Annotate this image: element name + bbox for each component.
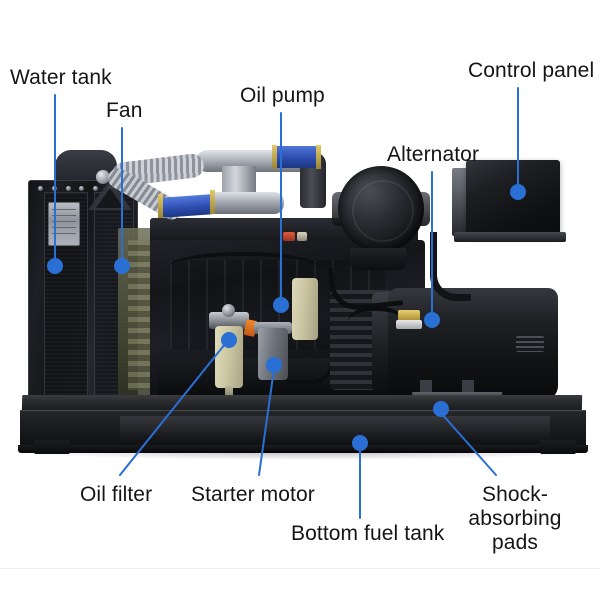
engine-wiring-harness [168,252,318,282]
callout-dot-shock-absorbing-pads[interactable] [433,401,449,417]
callout-dot-alternator[interactable] [424,312,440,328]
engine-grey-fitting [297,232,307,241]
shock-pads-line-1: Shock-absorbing [468,483,562,530]
fan-guard-inner [96,188,124,208]
hose-clamp-gold-c [158,194,163,218]
callout-dot-oil-filter[interactable] [221,332,237,348]
hose-clamp-blue-top [274,146,318,168]
callout-dot-fan[interactable] [114,258,130,274]
callout-label-alternator: Alternator [387,143,480,166]
oil-pump-canister [292,278,318,340]
control-panel-base [454,232,566,242]
alternator-sense-lead [348,306,404,337]
generator-photo [0,140,600,462]
callout-label-oil-filter: Oil filter [80,483,153,506]
hose-clamp-gold-d [210,190,215,214]
callout-dot-bottom-fuel-tank[interactable] [352,435,368,451]
shock-pads-line-2: pads [492,531,538,554]
callout-label-water-tank: Water tank [10,66,112,89]
fuel-tank-highlight-band [120,416,550,442]
engine-red-fitting [283,232,295,241]
callout-dot-oil-pump[interactable] [273,297,289,313]
ground-shadow [14,451,592,460]
oil-filter-knob [222,304,235,317]
callout-label-oil-pump: Oil pump [240,84,325,107]
hose-clamp-gold-b [316,145,321,169]
alternator-terminal-white [396,320,422,329]
radiator-spec-plate [48,202,80,246]
intake-pipe-lower [206,192,284,214]
callout-label-fan: Fan [106,99,143,122]
skid-foot-left [34,440,70,454]
callout-label-shock-absorbing-pads: Shock-absorbing pads [439,483,591,555]
callout-dot-control-panel[interactable] [510,184,526,200]
callout-dot-water-tank[interactable] [47,258,63,274]
air-cleaner-bracket [350,248,406,270]
leader-line-starter-motor [258,368,275,476]
skid-foot-right [540,440,576,454]
control-panel-cable [430,232,471,301]
callout-dot-starter-motor[interactable] [266,357,282,373]
leader-line-oil-filter [119,343,226,476]
oil-filter-head [209,312,249,329]
alternator-terminal-gold [398,310,420,321]
oil-filter-drain [225,386,233,400]
callout-label-control-panel: Control panel [468,59,595,82]
callout-label-bottom-fuel-tank: Bottom fuel tank [291,522,445,545]
air-cleaner-drum [338,166,424,252]
callout-label-starter-motor: Starter motor [191,483,315,506]
hose-clamp-gold-a [272,145,277,169]
radiator-pressure-cap [96,170,110,184]
engine-side-fins [128,240,150,390]
footer-divider [0,568,600,569]
skid-bottom-lip [18,445,588,453]
leader-line-shock-absorbing-pads [440,412,497,476]
